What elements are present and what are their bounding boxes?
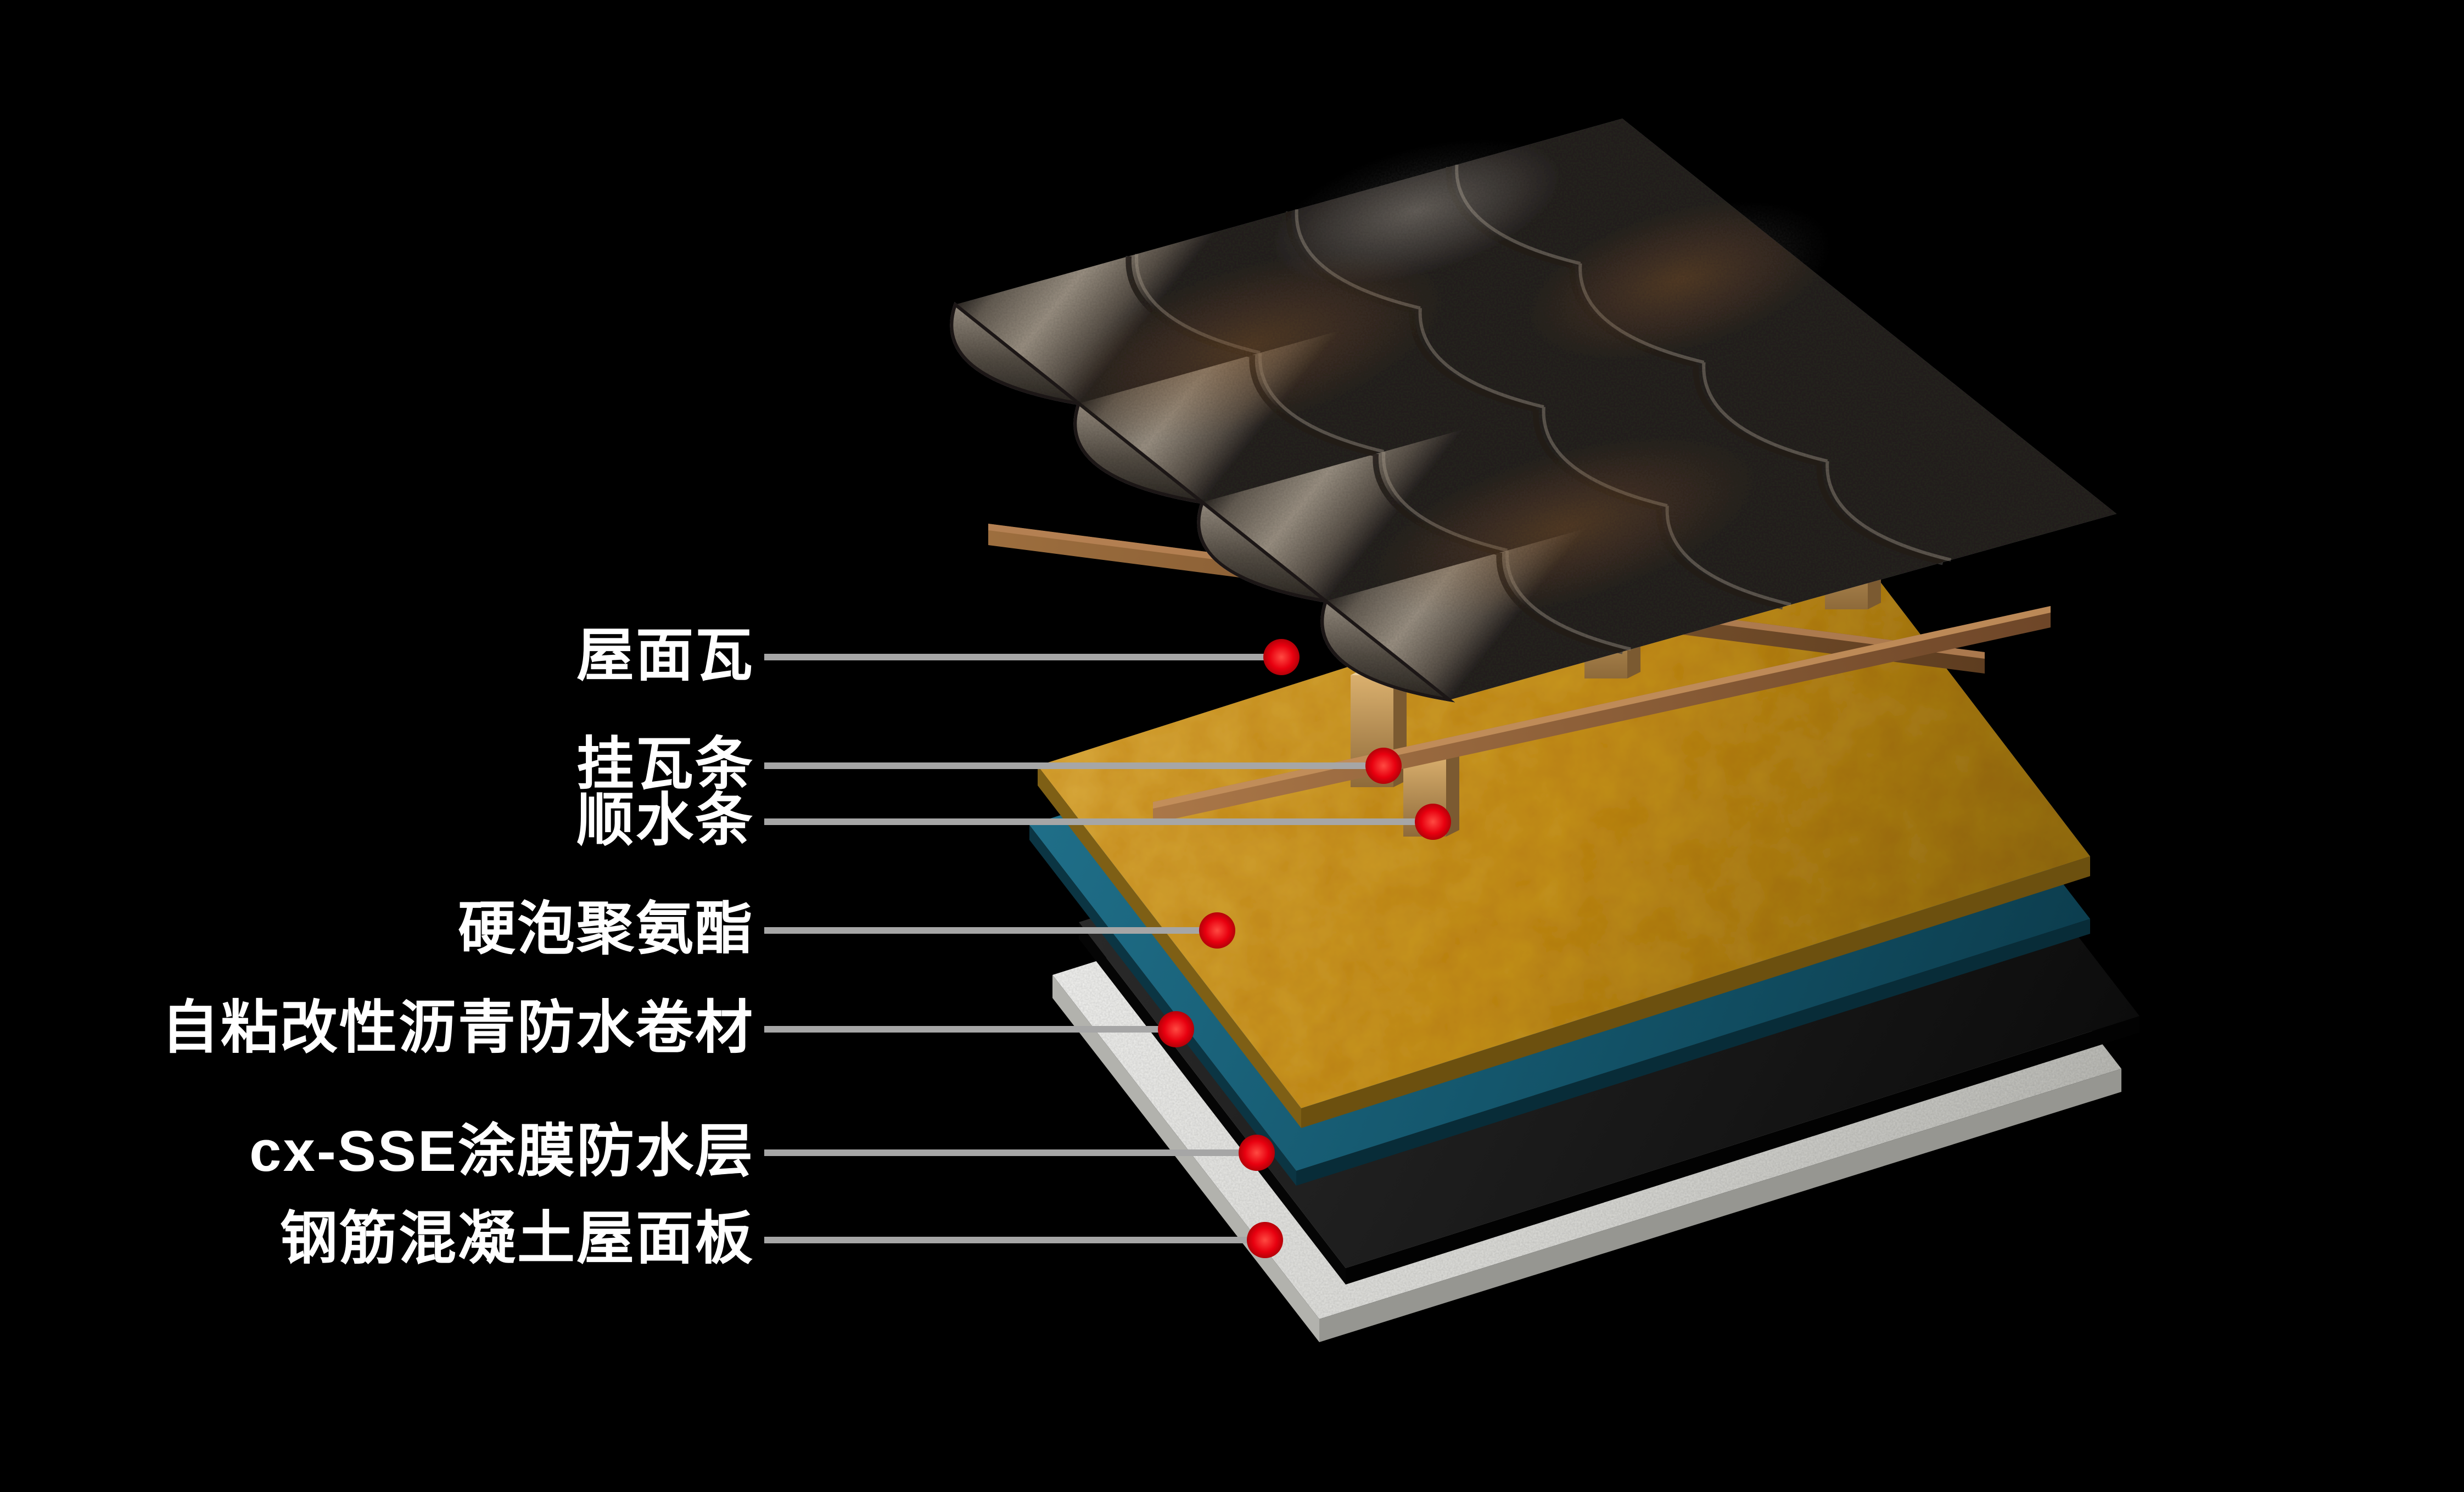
marker-dot-membrane [1158,1011,1194,1047]
marker-dot-counter-batten [1415,804,1451,840]
leader-lines [764,654,1433,1243]
label-roof-tile: 屋面瓦 [576,624,754,688]
marker-dot-tile-batten [1365,748,1402,784]
label-bitumen-membrane: 自粘改性沥青防水卷材 [161,996,754,1061]
marker-dot-foam [1199,912,1235,949]
label-concrete-slab: 钢筋混凝土屋面板 [279,1207,754,1271]
label-rigid-polyurethane-foam: 硬泡聚氨酯 [457,898,754,962]
marker-dot-coating [1239,1135,1275,1171]
label-tile-batten: 挂瓦条 [576,733,754,797]
label-counter-batten: 顺水条 [576,789,754,853]
marker-dots [1158,639,1451,1258]
roof-tiles [950,119,2116,703]
marker-dot-roof-tile [1263,639,1300,675]
marker-dot-slab [1247,1222,1283,1258]
label-cx-sse-coating: cx-SSE涂膜防水层 [249,1120,754,1184]
